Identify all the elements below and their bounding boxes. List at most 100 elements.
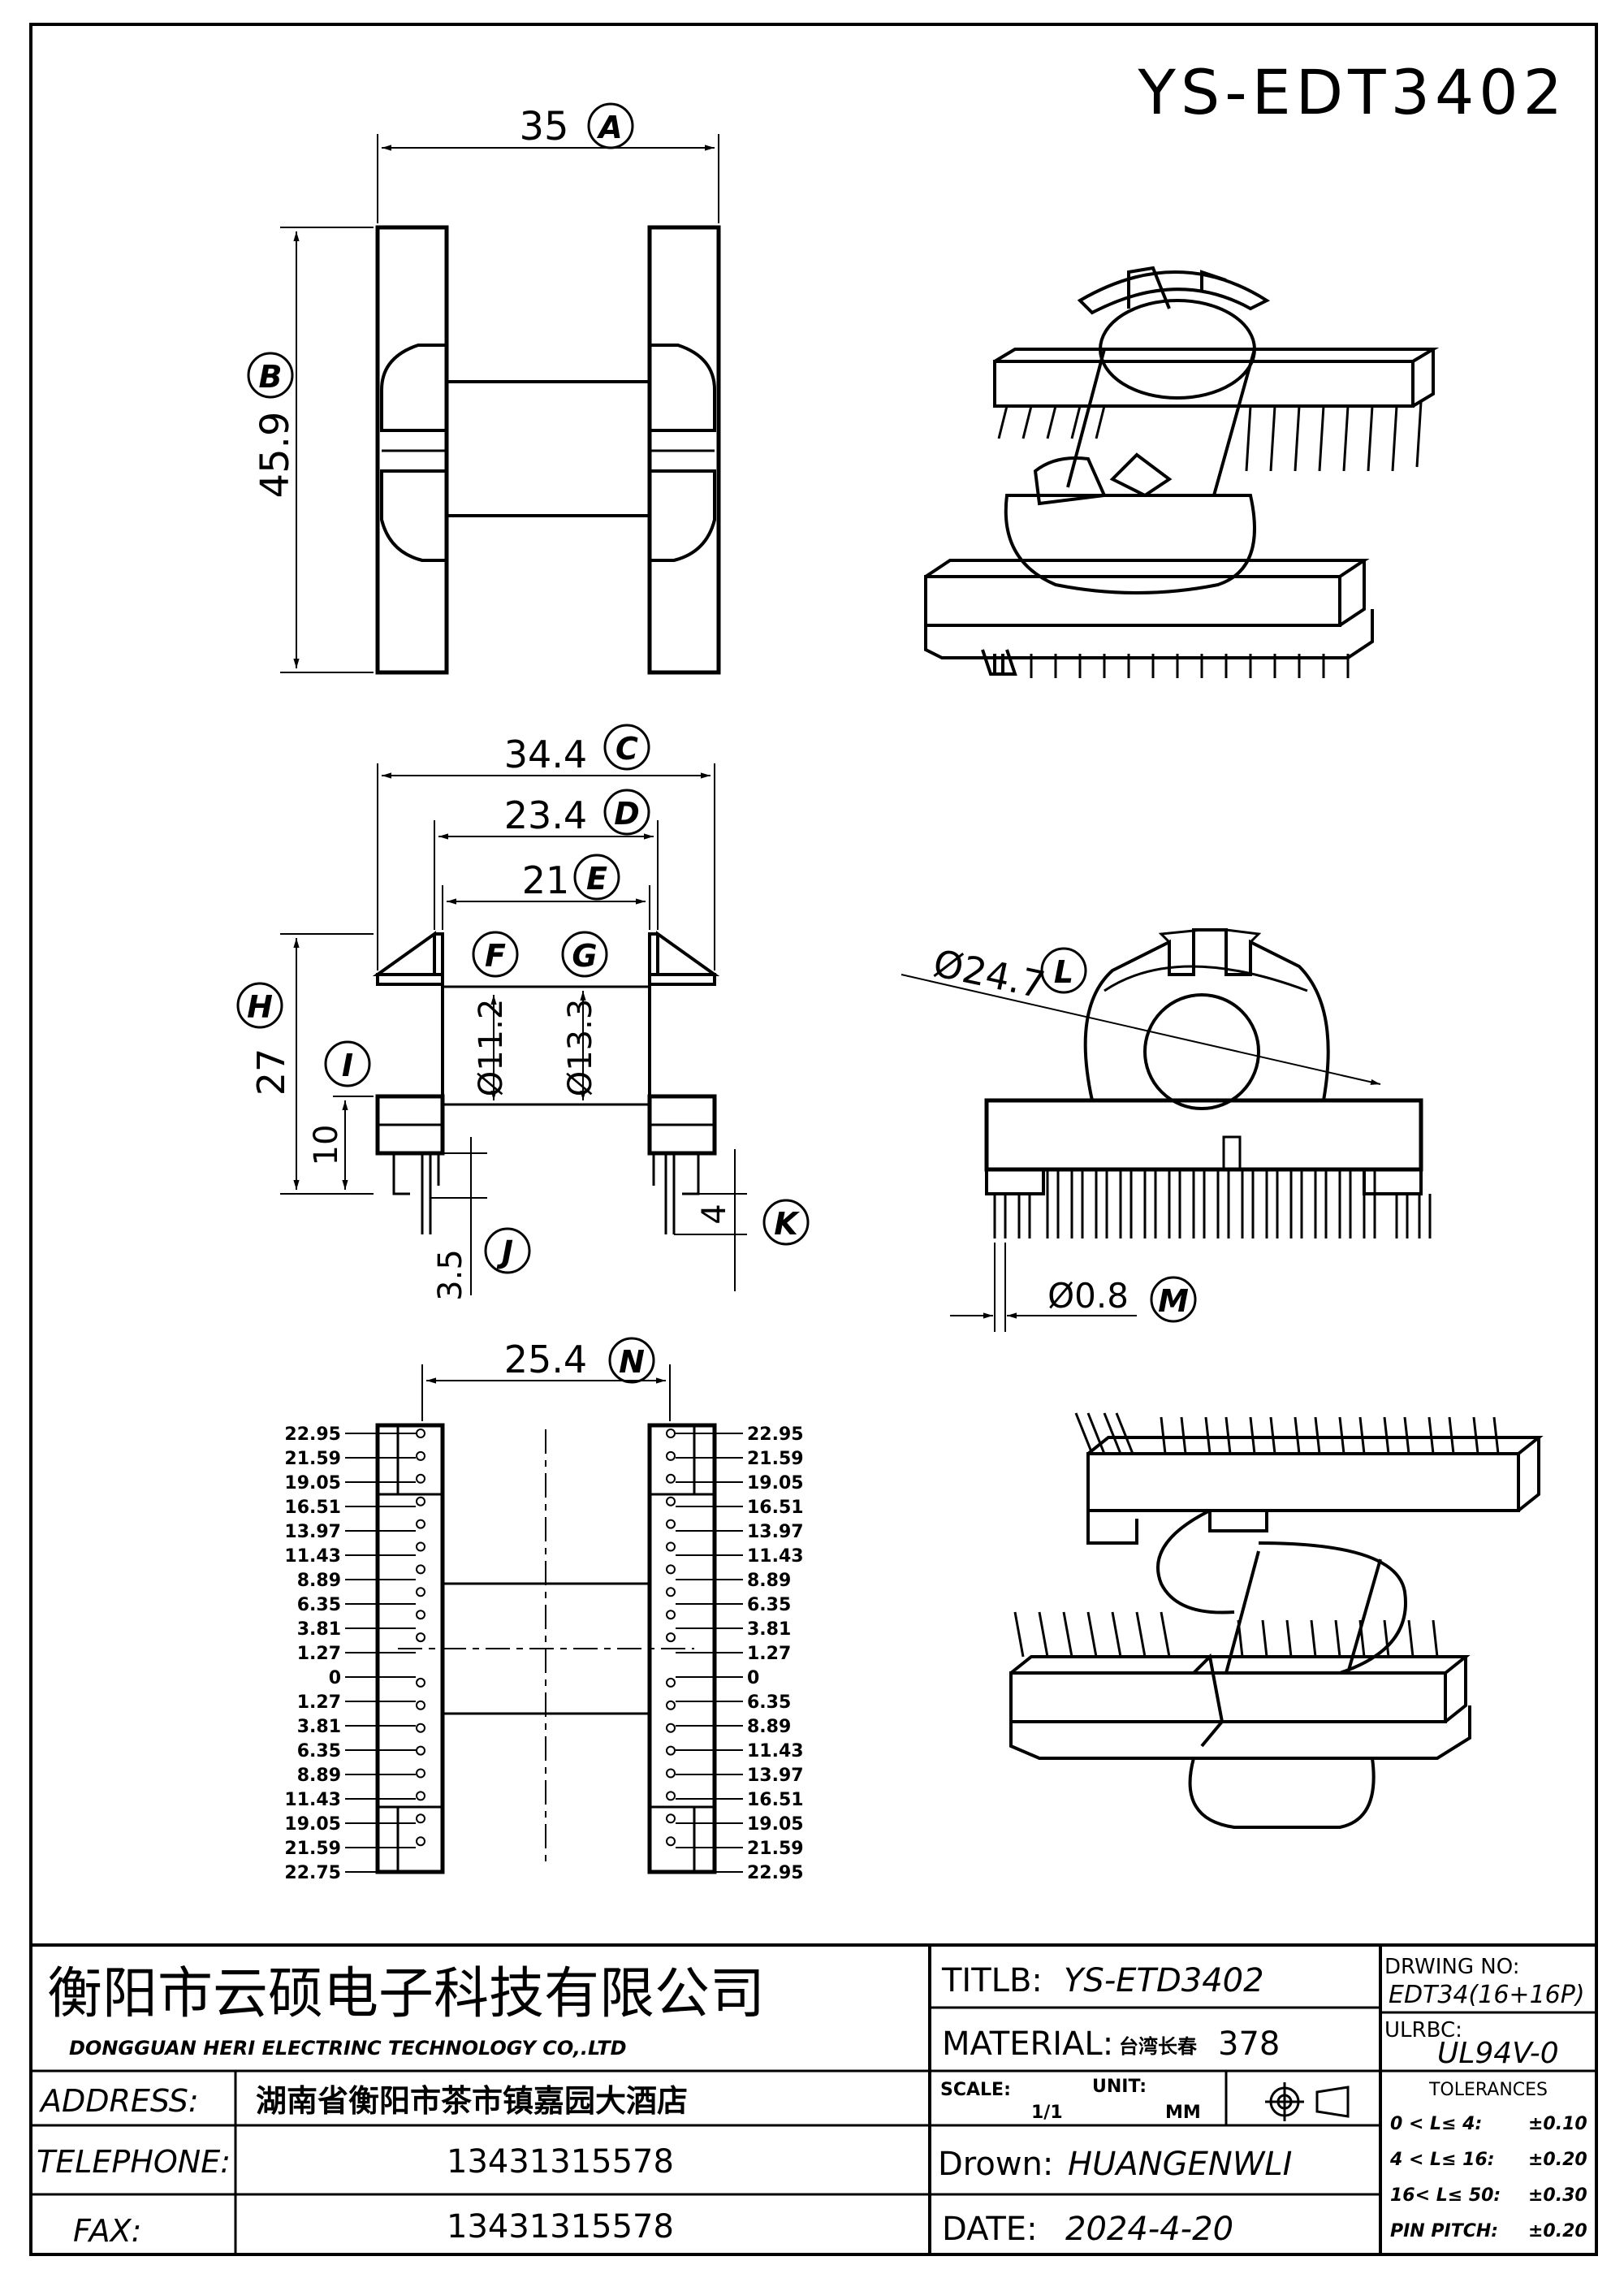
dim-f-letter: F [485, 938, 506, 974]
tolerance-value: ±0.30 [1528, 2185, 1587, 2206]
dim-a-letter: A [596, 110, 622, 145]
pin-pad [416, 1519, 425, 1529]
front-view [280, 763, 747, 1295]
drawn-label: Drown: [938, 2146, 1053, 2183]
pin-label: 21.59 [284, 1449, 341, 1469]
tolerance-range: 0 < L≤ 4: [1390, 2114, 1482, 2134]
pin-pad [416, 1473, 425, 1484]
pin-pad [416, 1791, 425, 1801]
dim-k-value: 4 [696, 1204, 733, 1224]
dim-a-value: 35 [519, 104, 568, 149]
pin-pad [666, 1836, 676, 1847]
address-value: 湖南省衡阳市茶市镇嘉园大酒店 [256, 2083, 688, 2119]
pin-label: 1.27 [297, 1692, 341, 1713]
pin-label: 1.27 [747, 1644, 791, 1664]
title-value: YS-ETD3402 [1064, 1962, 1264, 1999]
scale-label: SCALE: [940, 2080, 1011, 2100]
pin-label: 0 [747, 1668, 759, 1688]
pin-label: 1.27 [297, 1644, 341, 1664]
address-label: ADDRESS: [38, 2083, 199, 2119]
drawn-value: HUANGENWLI [1068, 2146, 1292, 2183]
pin-pad [666, 1473, 676, 1484]
company-name-cn: 衡阳市云硕电子科技有限公司 [47, 1962, 765, 2026]
pin-pad [416, 1587, 425, 1597]
dim-n-letter: N [619, 1344, 645, 1380]
pin-pad [666, 1768, 676, 1779]
pin-pad [666, 1700, 676, 1710]
dim-i-value: 10 [308, 1125, 345, 1166]
pin-pad [416, 1745, 425, 1756]
pin-label: 8.89 [297, 1766, 341, 1786]
pin-label: 16.51 [284, 1498, 341, 1518]
pin-label: 21.59 [284, 1839, 341, 1859]
pin-pad [416, 1496, 425, 1506]
pin-pad [666, 1450, 676, 1461]
dim-d-value: 23.4 [504, 793, 587, 837]
pin-column-left [416, 1429, 425, 1847]
pin-pad [666, 1677, 676, 1688]
tolerance-value: ±0.20 [1528, 2221, 1587, 2241]
pin-label: 16.51 [747, 1790, 804, 1810]
projection-symbol-icon [1265, 2082, 1350, 2121]
company-name-en: DONGGUAN HERI ELECTRINC TECHNOLOGY CO,.L… [69, 2037, 627, 2060]
fax-value: 13431315578 [447, 2208, 674, 2246]
pin-pad [416, 1700, 425, 1710]
material-label: MATERIAL: [942, 2025, 1113, 2063]
sheet-border [29, 23, 1598, 2256]
pin-labels-left: 22.95 21.59 19.05 16.51 13.97 11.43 8.89 6.35 3.… [284, 1424, 416, 1883]
pin-label: 8.89 [297, 1571, 341, 1591]
dim-g-value: Ø13.3 [562, 999, 599, 1097]
pin-pad [666, 1813, 676, 1824]
pin-label: 13.97 [747, 1522, 804, 1542]
drawing-no-value: EDT34(16+16P) [1389, 1981, 1585, 2009]
dim-l-value: Ø24.7 [930, 941, 1049, 1008]
pin-pad [666, 1429, 676, 1438]
telephone-label: TELEPHONE: [37, 2144, 231, 2180]
pin-pad [666, 1745, 676, 1756]
pin-pad [666, 1632, 676, 1643]
dim-n-value: 25.4 [504, 1338, 587, 1381]
pin-label: 19.05 [747, 1814, 804, 1835]
pin-label: 8.89 [747, 1571, 791, 1591]
dim-l-letter: L [1054, 954, 1073, 990]
pin-label: 0 [329, 1668, 341, 1688]
isometric-view-bottom [1009, 1412, 1544, 1829]
pin-label: 11.43 [284, 1546, 341, 1567]
dim-b-value: 45.9 [253, 412, 298, 499]
pin-label: 3.81 [747, 1619, 791, 1640]
pin-pad [416, 1541, 425, 1552]
pin-label: 22.95 [284, 1424, 341, 1445]
pin-pad [666, 1587, 676, 1597]
tolerance-range: 16< L≤ 50: [1390, 2185, 1501, 2206]
unit-value: MM [1165, 2103, 1201, 2123]
pin-label: 13.97 [284, 1522, 341, 1542]
pin-pad [666, 1723, 676, 1733]
dim-c-letter: C [615, 731, 638, 767]
pin-labels-right: 22.9521.5919.0516.5113.9711.438.896.353.… [676, 1424, 804, 1883]
pin-label: 3.81 [297, 1619, 341, 1640]
dim-g-letter: G [572, 938, 597, 974]
pin-pad [666, 1564, 676, 1575]
pin-label: 6.35 [297, 1595, 341, 1615]
pin-label: 11.43 [747, 1546, 804, 1567]
pin-pad [666, 1519, 676, 1529]
pin-label: 13.97 [747, 1766, 804, 1786]
dim-m-letter: M [1158, 1283, 1189, 1319]
title-block [31, 1943, 1596, 2254]
title-label: TITLB: [941, 1962, 1043, 1999]
date-value: 2024-4-20 [1065, 2211, 1233, 2248]
pin-label: 21.59 [747, 1839, 804, 1859]
dim-h-value: 27 [249, 1048, 293, 1096]
pin-label: 8.89 [747, 1717, 791, 1737]
tolerance-value: ±0.10 [1528, 2114, 1587, 2134]
pin-label: 19.05 [284, 1814, 341, 1835]
pin-pad [416, 1723, 425, 1733]
top-view: 35 A 45.9 B [247, 102, 721, 675]
pin-column-right [666, 1429, 676, 1847]
pin-label: 6.35 [747, 1595, 791, 1615]
pin-pad [666, 1610, 676, 1620]
scale-value: 1/1 [1031, 2103, 1063, 2123]
dim-m-value: Ø0.8 [1047, 1276, 1129, 1316]
